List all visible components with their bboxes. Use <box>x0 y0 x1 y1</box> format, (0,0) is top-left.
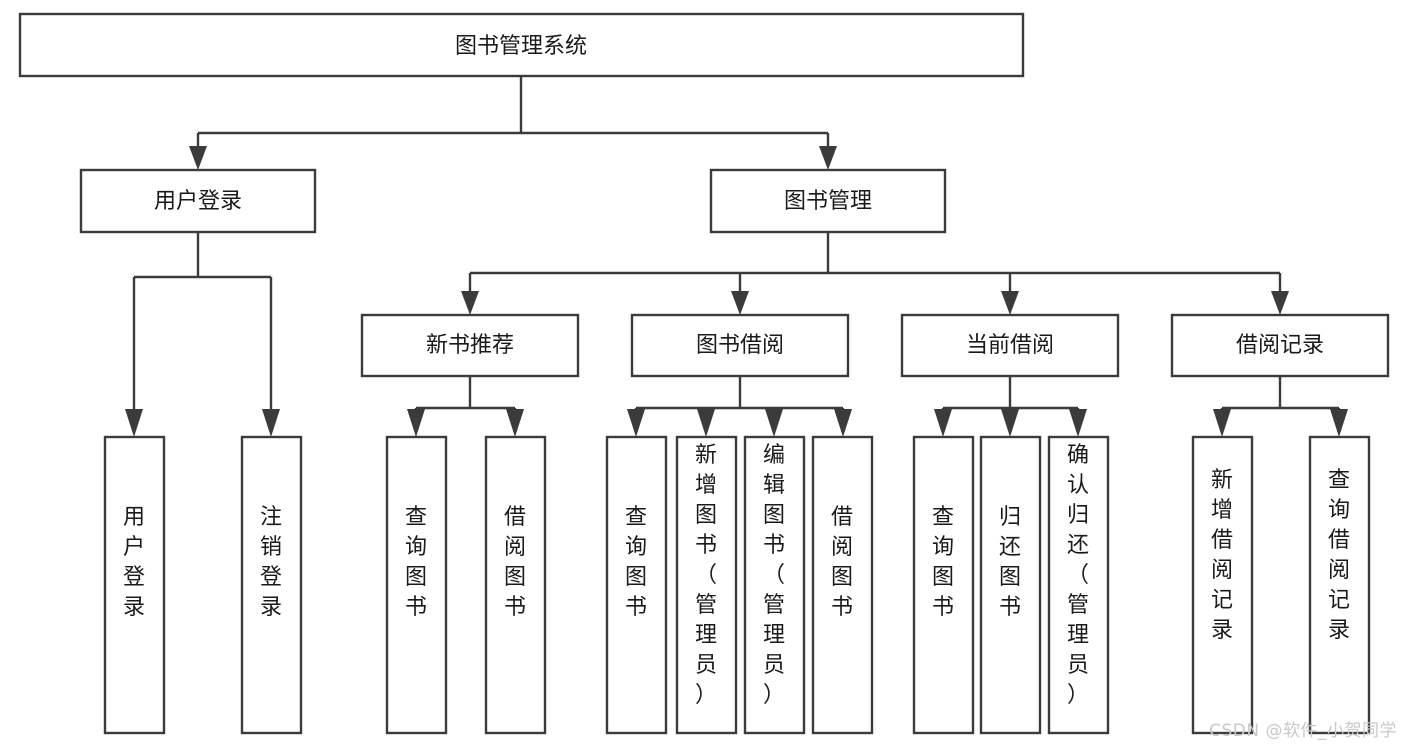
arrow-head-book-management <box>819 146 837 170</box>
node-leaf-query-book-3-label: 查询图书 <box>932 505 954 620</box>
node-leaf-add-record-label: 新增借阅记录 <box>1211 468 1233 643</box>
node-leaf-add-record[interactable]: 新增借阅记录 <box>1191 435 1254 735</box>
node-leaf-query-book-3-box[interactable] <box>912 435 975 735</box>
node-leaf-return-book-box[interactable] <box>979 435 1042 735</box>
node-leaf-add-book-box[interactable] <box>675 435 738 735</box>
node-leaf-edit-book-box[interactable] <box>743 435 806 735</box>
node-current-borrow-label: 当前借阅 <box>966 333 1054 358</box>
node-leaf-query-book-1-label: 查询图书 <box>405 505 427 620</box>
node-root-label: 图书管理系统 <box>455 34 587 59</box>
node-leaf-edit-book[interactable]: 编辑图书（管理员） <box>743 435 806 735</box>
arrow-head-leaf-logout-login <box>262 409 280 437</box>
arrow-head-leaf-confirm-return <box>1069 409 1087 437</box>
node-borrow-record-box[interactable] <box>1170 313 1390 378</box>
node-leaf-borrow-book-2-box[interactable] <box>811 435 874 735</box>
node-leaf-user-login-label: 用户登录 <box>123 505 145 620</box>
arrow-head-new-book-recommend <box>461 291 479 315</box>
connector-group-current-borrow <box>934 376 1087 437</box>
node-leaf-user-login[interactable]: 用户登录 <box>103 435 166 735</box>
node-leaf-borrow-book-1-label: 借阅图书 <box>504 505 526 620</box>
arrow-head-leaf-query-book-1 <box>407 409 425 437</box>
node-book-borrow-box[interactable] <box>630 313 850 378</box>
node-leaf-return-book[interactable]: 归还图书 <box>979 435 1042 735</box>
node-leaf-return-book-label: 归还图书 <box>999 505 1021 620</box>
node-leaf-logout-login-label: 注销登录 <box>260 505 282 620</box>
node-leaf-query-book-1-box[interactable] <box>385 435 448 735</box>
arrow-head-leaf-return-book <box>1001 409 1019 437</box>
node-new-book-recommend[interactable]: 新书推荐 <box>360 313 580 378</box>
arrow-head-user-login <box>189 146 207 170</box>
arrow-head-leaf-query-book-2 <box>627 409 645 437</box>
node-leaf-borrow-book-2-label: 借阅图书 <box>831 505 853 620</box>
arrow-head-current-borrow <box>1001 291 1019 315</box>
node-leaf-logout-login-box[interactable] <box>240 435 303 735</box>
connector-group-new-book-recommend <box>407 376 524 437</box>
node-leaf-confirm-return-label: 确认归还（管理员） <box>1067 443 1089 708</box>
node-root[interactable]: 图书管理系统 <box>18 12 1025 78</box>
node-leaf-query-book-2-label: 查询图书 <box>625 505 647 620</box>
node-book-borrow-label: 图书借阅 <box>696 333 784 358</box>
node-leaf-query-record-label: 查询借阅记录 <box>1328 468 1350 643</box>
arrow-head-leaf-query-record <box>1330 409 1348 437</box>
node-leaf-query-book-3[interactable]: 查询图书 <box>912 435 975 735</box>
arrow-head-leaf-add-book <box>697 409 715 437</box>
node-borrow-record-label: 借阅记录 <box>1236 333 1324 358</box>
node-leaf-logout-login[interactable]: 注销登录 <box>240 435 303 735</box>
node-current-borrow[interactable]: 当前借阅 <box>900 313 1120 378</box>
node-book-management-box[interactable] <box>709 168 947 234</box>
node-new-book-recommend-label: 新书推荐 <box>426 333 514 358</box>
node-new-book-recommend-box[interactable] <box>360 313 580 378</box>
connector-group-book-borrow <box>627 376 852 437</box>
node-leaf-query-book-1[interactable]: 查询图书 <box>385 435 448 735</box>
node-leaf-borrow-book-1[interactable]: 借阅图书 <box>484 435 547 735</box>
node-leaf-query-book-2-box[interactable] <box>605 435 668 735</box>
csdn-watermark: CSDN @软件_小贺同学 <box>1209 721 1397 741</box>
node-borrow-record[interactable]: 借阅记录 <box>1170 313 1390 378</box>
node-user-login[interactable]: 用户登录 <box>79 168 317 234</box>
node-leaf-confirm-return-box[interactable] <box>1047 435 1110 735</box>
arrow-head-leaf-query-book-3 <box>934 409 952 437</box>
node-leaf-borrow-book-2[interactable]: 借阅图书 <box>811 435 874 735</box>
node-leaf-add-book-label: 新增图书（管理员） <box>695 443 717 708</box>
connector-group-book-management <box>461 232 1289 315</box>
node-leaf-confirm-return[interactable]: 确认归还（管理员） <box>1047 435 1110 735</box>
arrow-head-borrow-record <box>1271 291 1289 315</box>
node-leaf-query-book-2[interactable]: 查询图书 <box>605 435 668 735</box>
arrow-head-leaf-add-record <box>1213 409 1231 437</box>
arrow-head-leaf-user-login <box>125 409 143 437</box>
node-leaf-edit-book-label: 编辑图书（管理员） <box>763 443 785 708</box>
arrow-head-leaf-borrow-book-1 <box>506 409 524 437</box>
arrow-head-book-borrow <box>731 291 749 315</box>
connector-group-user-login <box>125 232 280 437</box>
arrow-head-leaf-borrow-book-2 <box>834 409 852 437</box>
node-leaf-add-book[interactable]: 新增图书（管理员） <box>675 435 738 735</box>
node-leaf-user-login-box[interactable] <box>103 435 166 735</box>
node-leaf-query-record-box[interactable] <box>1308 435 1371 735</box>
node-leaf-add-record-box[interactable] <box>1191 435 1254 735</box>
node-book-management[interactable]: 图书管理 <box>709 168 947 234</box>
node-current-borrow-box[interactable] <box>900 313 1120 378</box>
connector-group-borrow-record <box>1213 376 1348 437</box>
node-user-login-box[interactable] <box>79 168 317 234</box>
node-leaf-borrow-book-1-box[interactable] <box>484 435 547 735</box>
arrow-head-leaf-edit-book <box>765 409 783 437</box>
node-root-box[interactable] <box>18 12 1025 78</box>
node-book-management-label: 图书管理 <box>784 189 872 214</box>
node-user-login-label: 用户登录 <box>154 189 242 214</box>
node-book-borrow[interactable]: 图书借阅 <box>630 313 850 378</box>
node-leaf-query-record[interactable]: 查询借阅记录 <box>1308 435 1371 735</box>
connector-group-root <box>189 76 837 170</box>
